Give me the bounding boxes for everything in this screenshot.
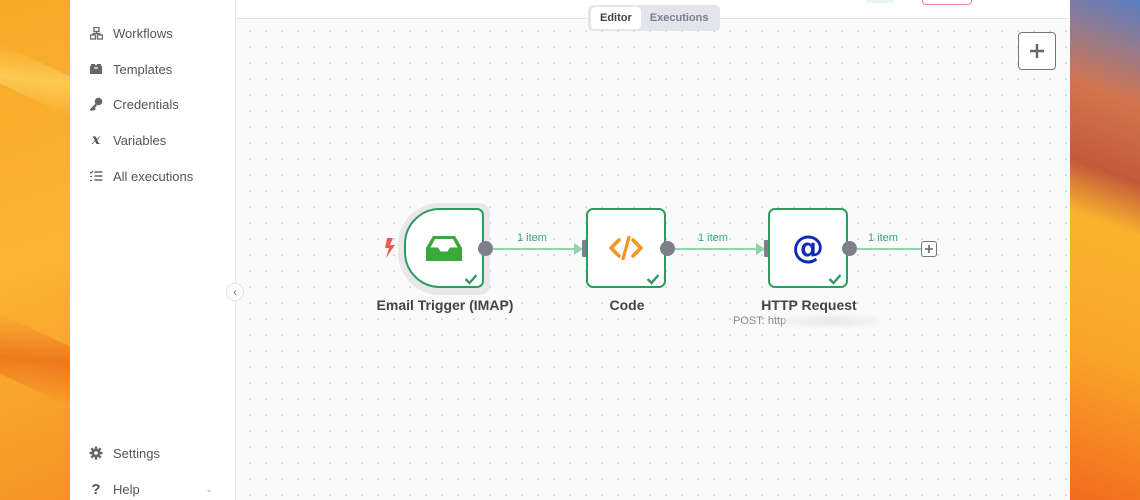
header-status-indicator	[866, 0, 894, 3]
connection-label: 1 item	[868, 232, 898, 244]
plus-icon	[1030, 44, 1044, 58]
sidebar-item-label: Credentials	[113, 96, 179, 112]
sidebar-item-help[interactable]: ? Help ⌄	[88, 478, 213, 500]
node-label: HTTP Request	[761, 297, 857, 313]
key-icon	[88, 96, 104, 112]
sidebar-item-templates[interactable]: Templates	[88, 58, 172, 80]
sidebar-item-label: Workflows	[113, 25, 173, 41]
connection-line[interactable]	[675, 248, 763, 250]
sidebar: Workflows Templates Credentials x Variab…	[70, 0, 236, 500]
gear-icon	[88, 445, 104, 461]
tab-editor[interactable]: Editor	[591, 7, 641, 29]
templates-icon	[88, 61, 104, 77]
add-node-button[interactable]	[1018, 32, 1056, 70]
connection-arrow	[574, 243, 583, 255]
connection-line[interactable]	[493, 248, 581, 250]
code-icon	[609, 236, 643, 260]
output-handle[interactable]	[660, 241, 675, 256]
connection-line[interactable]	[857, 248, 921, 250]
collapse-sidebar-button[interactable]: ‹	[226, 283, 244, 301]
svg-text:@: @	[792, 231, 824, 265]
connection-arrow	[756, 243, 765, 255]
trigger-bolt-icon	[385, 238, 395, 258]
node-code[interactable]	[586, 208, 666, 288]
header-button[interactable]	[922, 0, 972, 5]
sidebar-item-credentials[interactable]: Credentials	[88, 93, 179, 115]
success-check-icon	[828, 274, 842, 285]
question-icon: ?	[91, 480, 101, 498]
success-check-icon	[646, 274, 660, 285]
workflows-icon	[88, 25, 104, 41]
chevron-down-icon: ⌄	[205, 483, 213, 494]
plus-icon	[925, 245, 933, 253]
success-check-icon	[464, 274, 478, 285]
connection-label: 1 item	[698, 232, 728, 244]
view-tabs: Editor Executions	[588, 5, 721, 31]
node-subtitle-text: POST: http	[733, 315, 787, 327]
sidebar-item-label: Help	[113, 481, 140, 497]
connection-label: 1 item	[517, 232, 547, 244]
wallpaper-streak	[0, 313, 70, 407]
node-subtitle: POST: http	[733, 315, 877, 327]
sidebar-item-all-executions[interactable]: All executions	[88, 165, 193, 187]
inbox-icon	[426, 236, 462, 261]
wallpaper-streak	[0, 43, 70, 117]
sidebar-item-label: Variables	[113, 132, 167, 148]
redacted-url	[786, 316, 877, 327]
wallpaper	[1070, 0, 1140, 500]
node-email-trigger[interactable]	[404, 208, 484, 288]
node-http-request[interactable]: @	[768, 208, 848, 288]
sidebar-item-label: Templates	[113, 61, 173, 77]
at-icon: @	[792, 231, 824, 265]
sidebar-item-label: Settings	[113, 445, 160, 461]
sidebar-item-variables[interactable]: x Variables	[88, 129, 166, 151]
variables-icon: x	[91, 132, 101, 148]
add-next-node-button[interactable]	[921, 241, 937, 257]
app-window: Workflows Templates Credentials x Variab…	[70, 0, 1070, 500]
node-label: Code	[609, 297, 645, 313]
sidebar-item-workflows[interactable]: Workflows	[88, 22, 173, 44]
sidebar-item-label: All executions	[113, 168, 194, 184]
tab-executions[interactable]: Executions	[649, 12, 709, 24]
sidebar-item-settings[interactable]: Settings	[88, 442, 160, 464]
executions-list-icon	[88, 168, 104, 184]
node-label: Email Trigger (IMAP)	[376, 297, 514, 313]
output-handle[interactable]	[842, 241, 857, 256]
output-handle[interactable]	[478, 241, 493, 256]
